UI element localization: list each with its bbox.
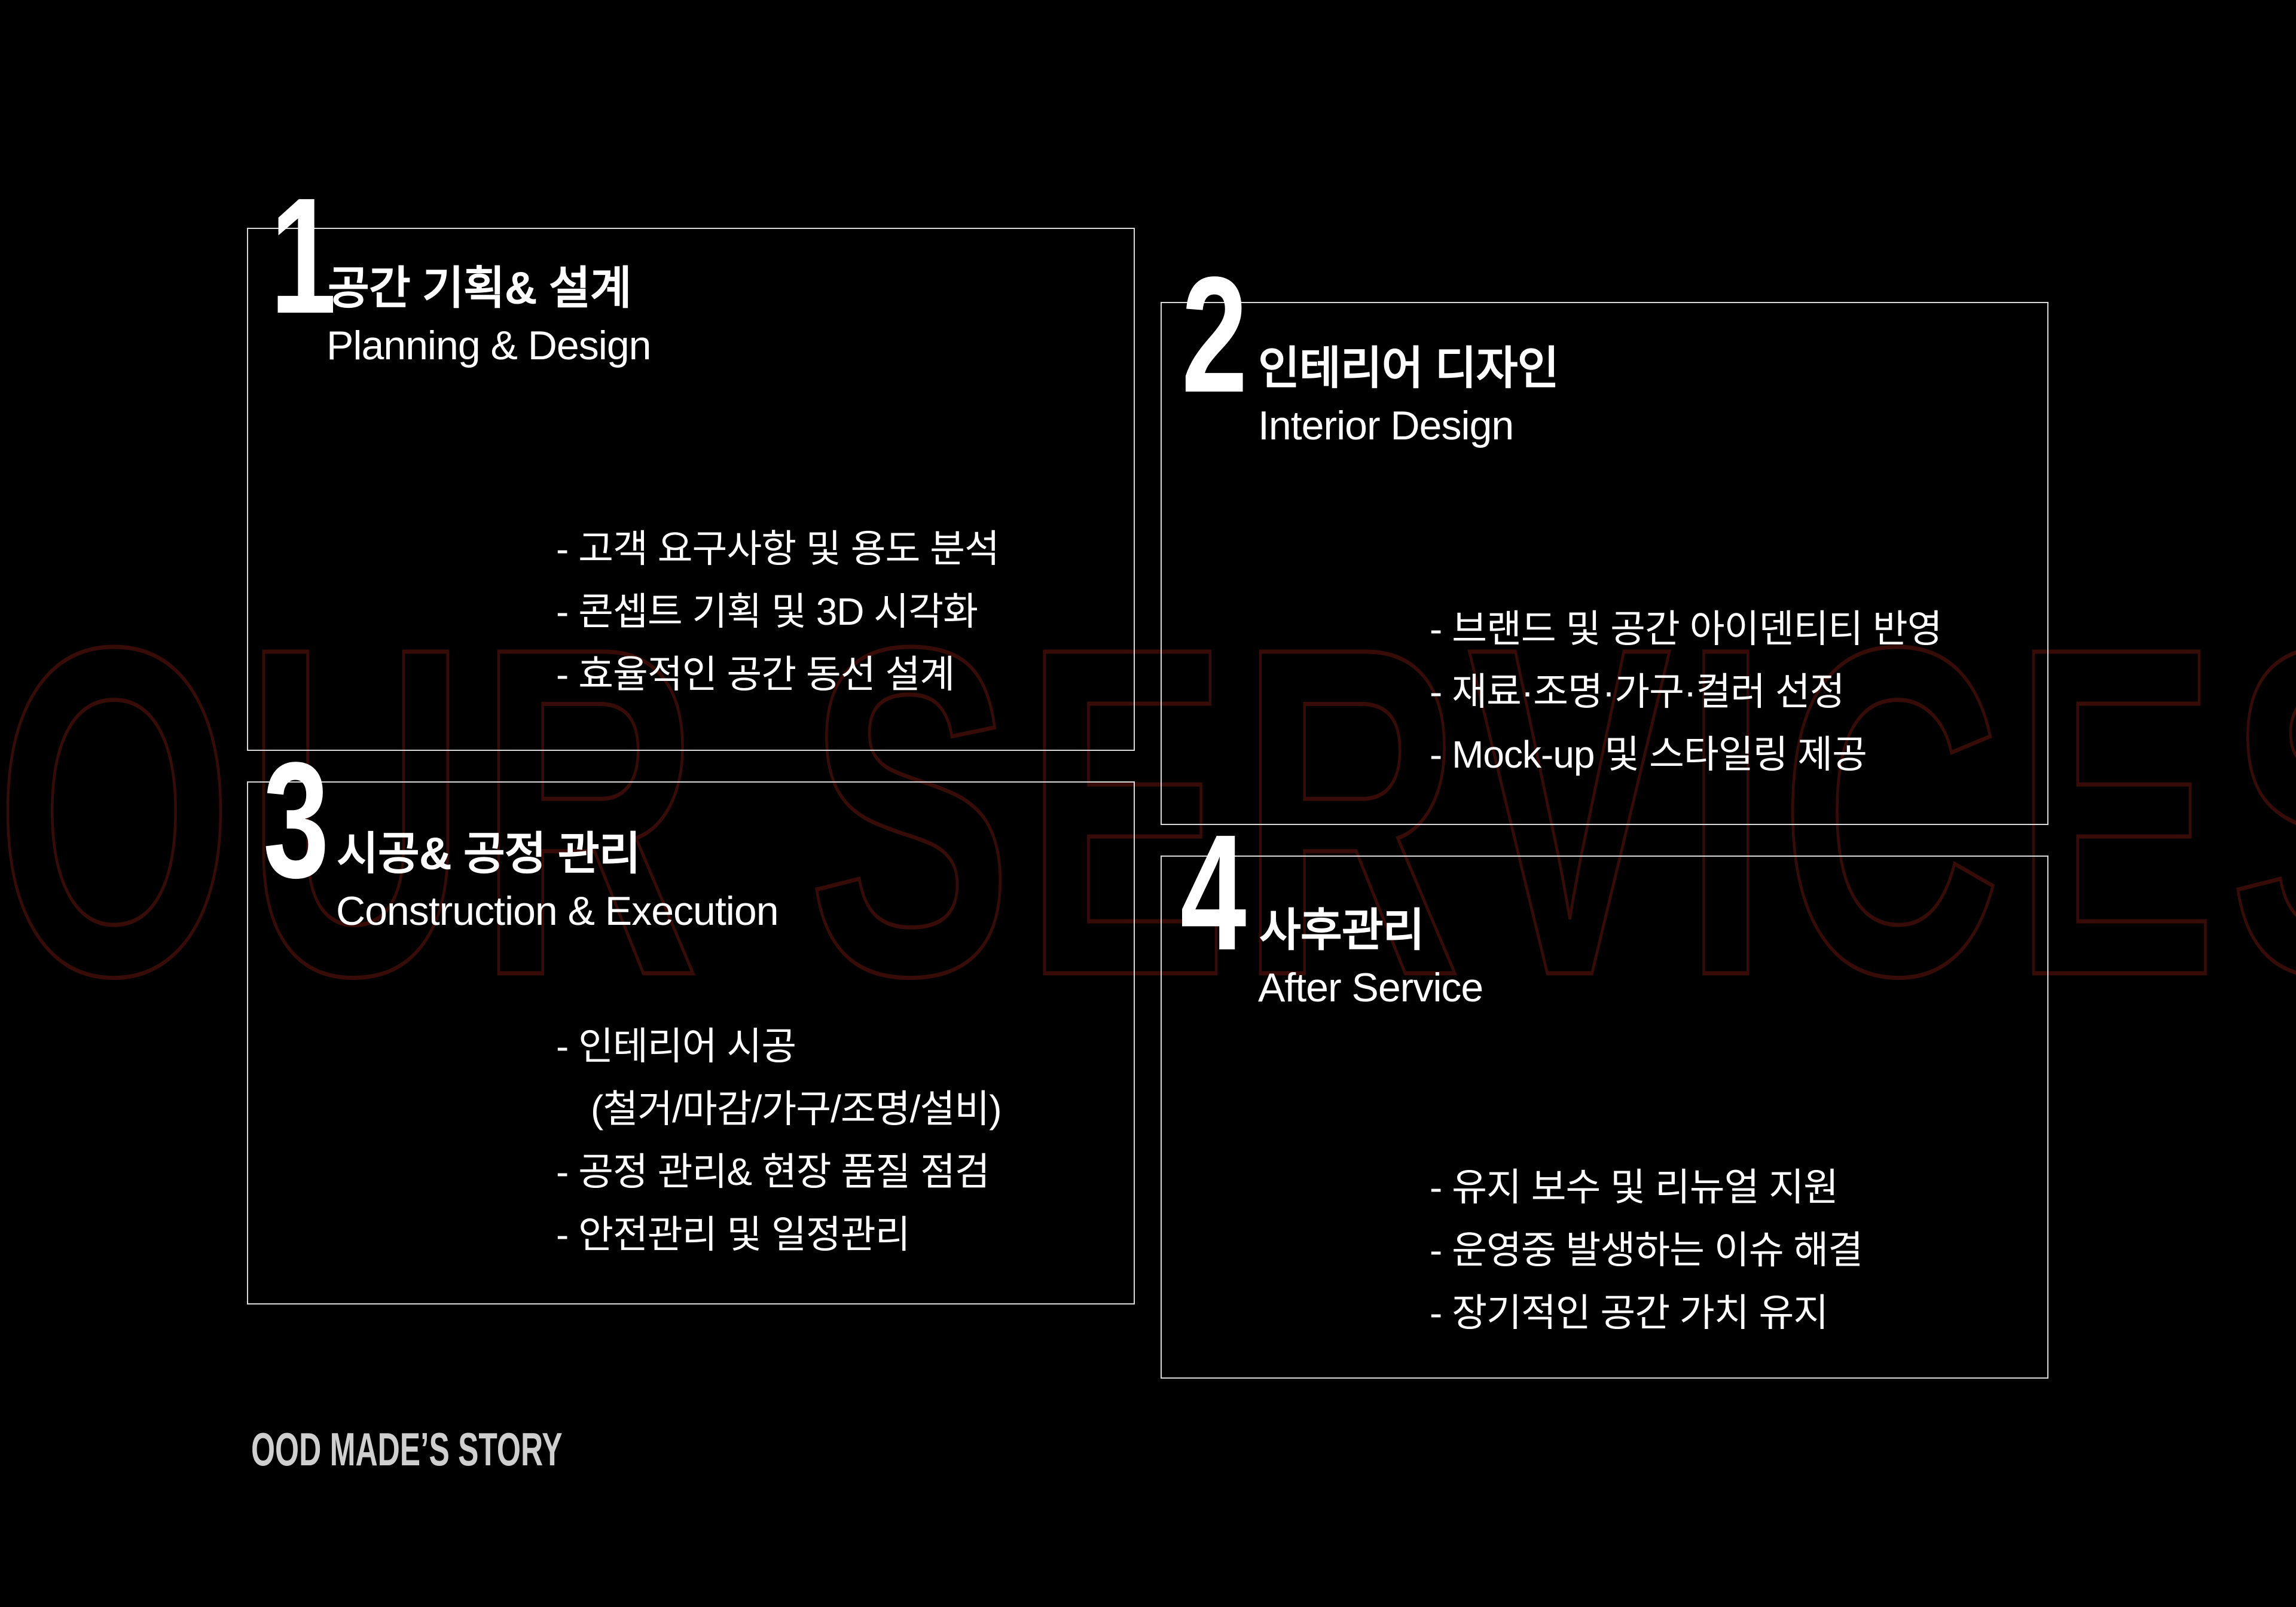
service-number-1: 1: [270, 164, 337, 348]
footer-brand-text: OOD MADE’S STORY: [251, 1423, 563, 1475]
service-items-list: - 고객 요구사항 및 용도 분석 - 콘셉트 기획 및 3D 시각화 - 효율…: [556, 518, 1000, 706]
list-item: - 인테리어 시공: [556, 1025, 796, 1068]
list-item: - 공정 관리& 현장 품질 점검: [556, 1150, 990, 1193]
service-title-ko: 사후관리: [1259, 905, 1425, 956]
service-card-construction: [247, 781, 1135, 1304]
list-item: - 재료·조명·가구·컬러 선정: [1430, 670, 1845, 713]
service-title-ko: 공간 기획& 설계: [328, 263, 632, 314]
service-items-list: - 인테리어 시공 (철거/마감/가구/조명/설비) - 공정 관리& 현장 품…: [556, 1015, 1002, 1266]
service-items-list: - 유지 보수 및 리뉴얼 지원 - 운영중 발생하는 이슈 해결 - 장기적인…: [1430, 1156, 1863, 1345]
list-item-continuation: (철거/마감/가구/조명/설비): [591, 1087, 1002, 1131]
service-card-planning: [247, 228, 1135, 751]
service-title-ko: 인테리어 디자인: [1258, 343, 1559, 394]
list-item: - Mock-up 및 스타일링 제공: [1430, 733, 1867, 776]
service-number-2: 2: [1181, 243, 1248, 427]
service-card-after-service: [1161, 856, 2048, 1379]
list-item: - 운영중 발생하는 이슈 해결: [1430, 1229, 1863, 1272]
list-item: - 고객 요구사항 및 용도 분석: [556, 527, 1000, 570]
service-title-en: After Service: [1258, 965, 1483, 1010]
list-item: - 콘셉트 기획 및 3D 시각화: [556, 590, 978, 633]
service-title-en: Interior Design: [1258, 403, 1514, 448]
service-number-4: 4: [1180, 801, 1247, 985]
service-items-list: - 브랜드 및 공간 아이덴티티 반영 - 재료·조명·가구·컬러 선정 - M…: [1430, 598, 1943, 786]
list-item: - 안전관리 및 일정관리: [556, 1213, 911, 1256]
list-item: - 장기적인 공간 가치 유지: [1430, 1291, 1828, 1334]
service-title-ko: 시공& 공정 관리: [337, 829, 641, 879]
service-card-interior-design: [1161, 302, 2048, 825]
list-item: - 효율적인 공간 동선 설계: [556, 653, 955, 696]
service-title-en: Planning & Design: [326, 323, 651, 368]
service-number-3: 3: [263, 728, 329, 912]
list-item: - 유지 보수 및 리뉴얼 지원: [1430, 1166, 1839, 1209]
service-title-en: Construction & Execution: [336, 888, 779, 934]
list-item: - 브랜드 및 공간 아이덴티티 반영: [1430, 607, 1943, 650]
